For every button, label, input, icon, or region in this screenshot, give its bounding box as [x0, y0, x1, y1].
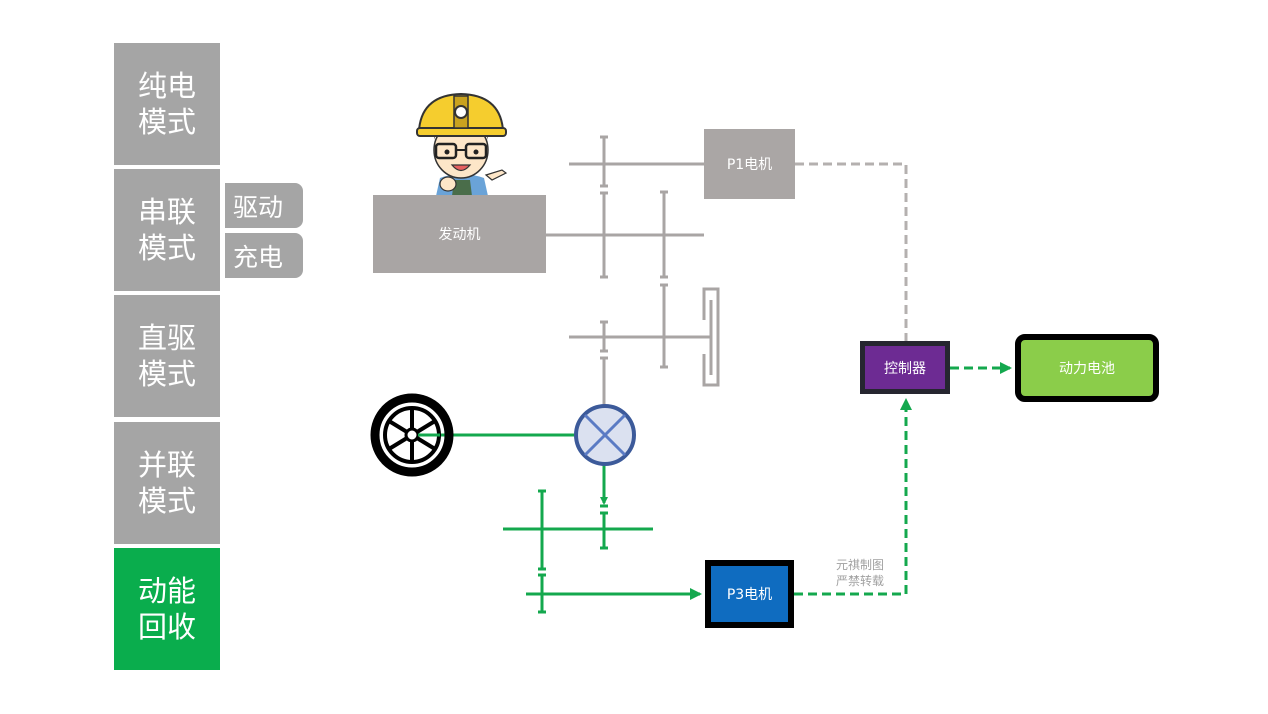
- submode-label: 充电: [233, 242, 284, 272]
- mode-label: 模式: [137, 231, 196, 265]
- mode-label: 纯电: [137, 69, 196, 103]
- wheel-icon: [370, 393, 454, 477]
- mode-parallel[interactable]: 并联模式: [114, 422, 220, 544]
- mode-direct-drive[interactable]: 直驱模式: [114, 295, 220, 417]
- engine-block: 发动机: [373, 195, 546, 273]
- mode-regenerative-braking[interactable]: 动能回收: [114, 548, 220, 670]
- p1-motor-block: P1电机: [704, 129, 795, 199]
- mode-label: 串联: [137, 195, 196, 229]
- submode-label: 驱动: [233, 192, 284, 222]
- mode-label: 并联: [137, 448, 196, 482]
- mode-label: 动能: [137, 574, 196, 608]
- watermark-line: 元祺制图: [836, 558, 885, 572]
- submode-charge[interactable]: 充电: [225, 233, 303, 278]
- p3-motor-label: P3电机: [726, 587, 773, 603]
- mode-label: 直驱: [137, 321, 196, 355]
- controller-label: 控制器: [884, 360, 926, 377]
- mode-label: 模式: [137, 484, 196, 518]
- mode-label: 回收: [137, 610, 196, 644]
- p1-controller-link: [795, 162, 908, 341]
- mode-label: 模式: [137, 357, 196, 391]
- submode-drive[interactable]: 驱动: [225, 183, 303, 228]
- watermark-line: 严禁转载: [836, 574, 885, 588]
- watermark: 元祺制图 严禁转载: [836, 557, 884, 589]
- clutch: [702, 287, 720, 387]
- energy-flow-path: [412, 433, 702, 614]
- p1-motor-label: P1电机: [726, 157, 773, 173]
- gray-gear-train: [546, 135, 720, 408]
- engineer-avatar-icon: [416, 92, 508, 196]
- p3-motor-block: P3电机: [705, 560, 794, 628]
- battery-block: 动力电池: [1015, 334, 1159, 402]
- mode-label: 模式: [137, 105, 196, 139]
- mode-pure-electric[interactable]: 纯电模式: [114, 43, 220, 165]
- engine-label: 发动机: [438, 227, 481, 243]
- differential-icon: [574, 404, 636, 466]
- mode-series[interactable]: 串联模式: [114, 169, 220, 291]
- p3-controller-flow: [794, 398, 912, 596]
- battery-label: 动力电池: [1059, 361, 1115, 377]
- controller-block: 控制器: [860, 341, 950, 394]
